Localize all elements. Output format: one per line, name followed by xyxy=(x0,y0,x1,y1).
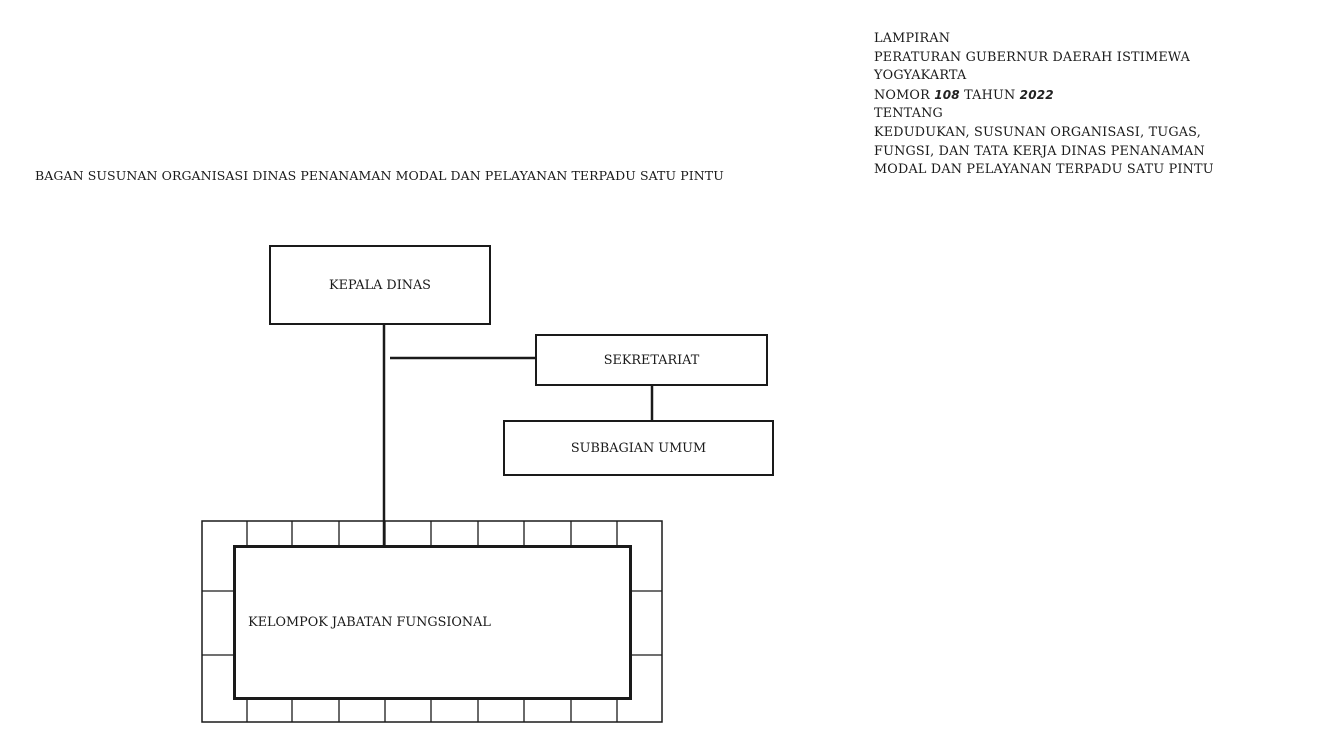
subbagian-umum-label: SUBBAGIAN UMUM xyxy=(570,440,707,456)
tahun-value: 2022 xyxy=(1019,87,1054,102)
nomor-value: 108 xyxy=(934,87,960,102)
lampiran-line: YOGYAKARTA xyxy=(874,68,967,84)
sekretariat-box: SEKRETARIAT xyxy=(535,334,768,386)
nomor-label: NOMOR xyxy=(874,87,930,103)
lampiran-block: LAMPIRAN PERATURAN GUBERNUR DAERAH ISTIM… xyxy=(874,30,1214,180)
tentang-line: FUNGSI, DAN TATA KERJA DINAS PENANAMAN xyxy=(874,143,1205,159)
sekretariat-label: SEKRETARIAT xyxy=(603,352,700,368)
kepala-dinas-box: KEPALA DINAS xyxy=(269,245,491,325)
subbagian-umum-box: SUBBAGIAN UMUM xyxy=(503,420,774,476)
tentang-line: TENTANG xyxy=(874,106,943,122)
kelompok-jabatan-fungsional-label: KELOMPOK JABATAN FUNGSIONAL xyxy=(248,615,491,630)
chart-title: BAGAN SUSUNAN ORGANISASI DINAS PENANAMAN… xyxy=(35,168,724,183)
kelompok-outer-frame xyxy=(201,520,663,723)
kelompok-jabatan-fungsional-box: KELOMPOK JABATAN FUNGSIONAL xyxy=(233,545,632,700)
nomor-line: NOMOR 108 TAHUN 2022 xyxy=(874,86,1214,106)
lampiran-line: PERATURAN GUBERNUR DAERAH ISTIMEWA xyxy=(874,49,1191,65)
lampiran-line: LAMPIRAN xyxy=(874,31,951,46)
tahun-label: TAHUN xyxy=(964,87,1016,103)
outer-frame-border xyxy=(201,520,663,723)
tentang-line: MODAL DAN PELAYANAN TERPADU SATU PINTU xyxy=(874,162,1214,178)
kepala-dinas-label: KEPALA DINAS xyxy=(329,277,431,293)
tentang-line: KEDUDUKAN, SUSUNAN ORGANISASI, TUGAS, xyxy=(874,124,1201,140)
